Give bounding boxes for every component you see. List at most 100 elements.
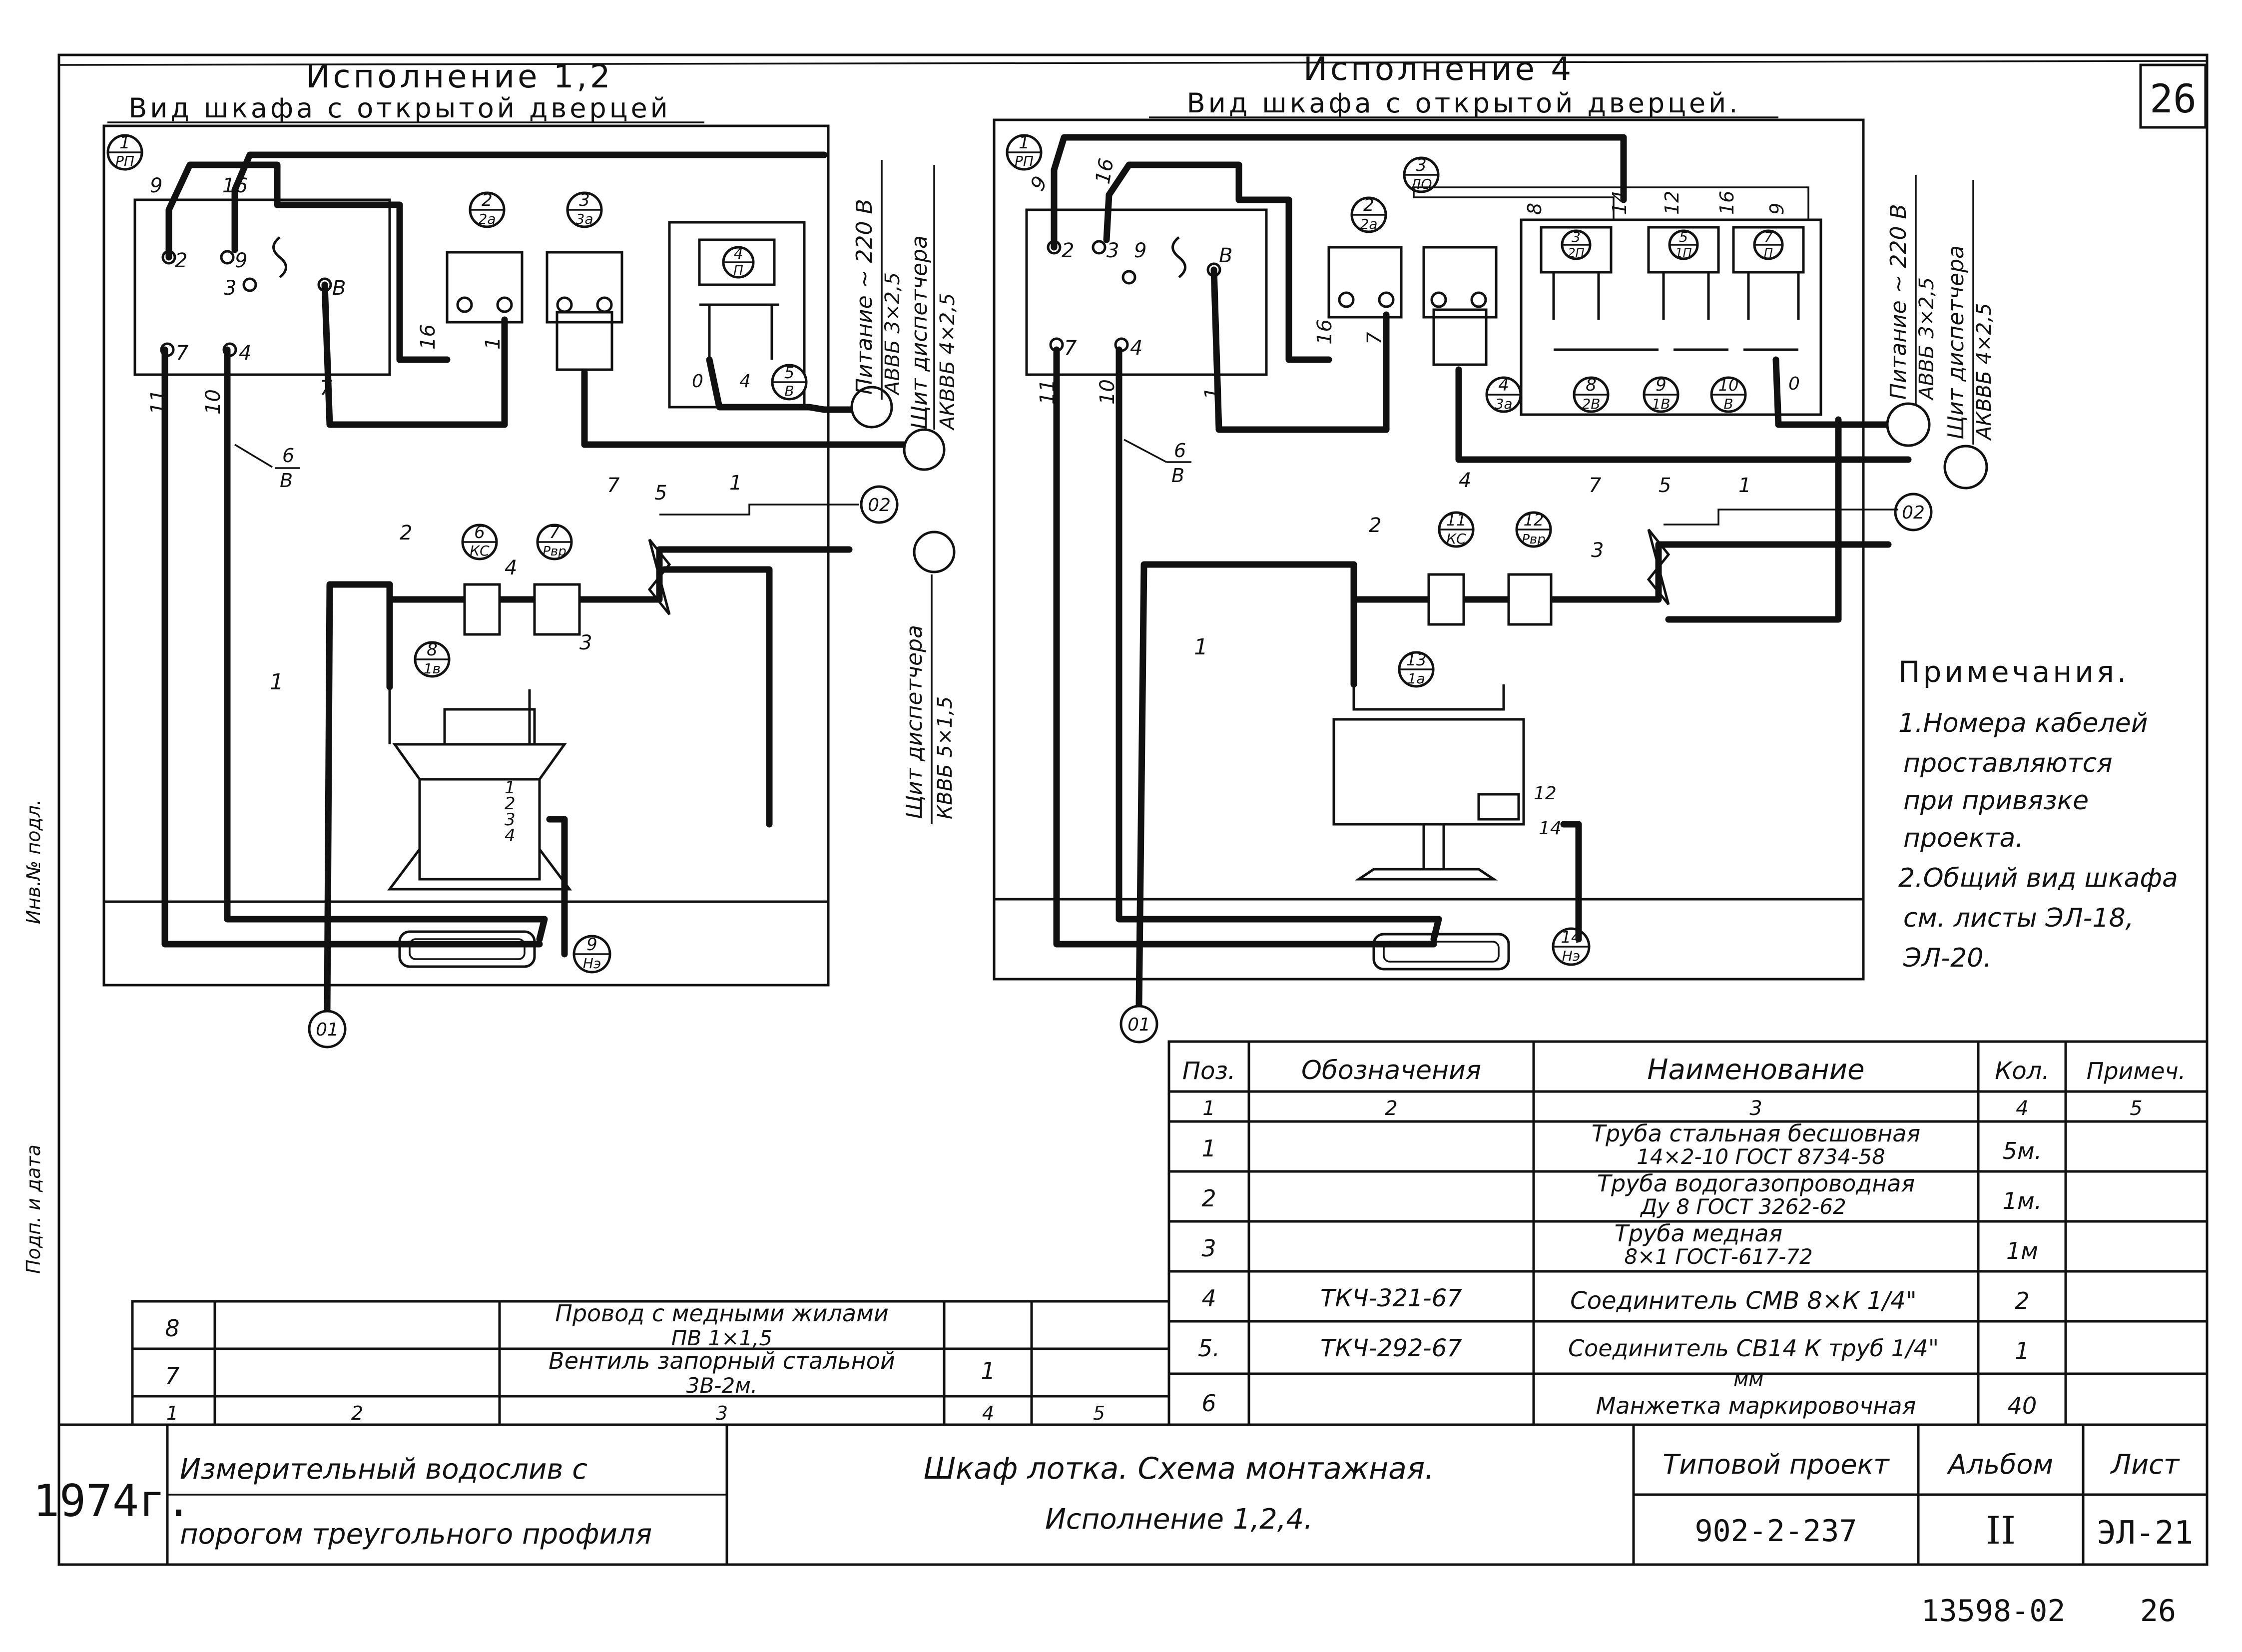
right-pl-7: 7 xyxy=(1589,474,1602,497)
tb-year: 1974г. xyxy=(33,1475,192,1527)
left-wl-1: 1 xyxy=(482,337,505,350)
right-callout-10-v: 10 В xyxy=(1710,376,1747,413)
spec-colnum-5: 5 xyxy=(2130,1097,2142,1120)
tb-drawing-line-2: Исполнение 1,2,4. xyxy=(1045,1503,1313,1536)
footer-page: 26 xyxy=(2140,1594,2176,1629)
left-device-rvr xyxy=(533,583,581,636)
svg-text:Вентиль запорный стальной: Вентиль запорный стальной xyxy=(549,1347,895,1374)
sheet-number-box xyxy=(2139,63,2207,129)
tb-project-value: 902-2-237 xyxy=(1694,1514,1857,1549)
left-callout-5-v: 5 В xyxy=(771,363,808,401)
left-wire-9 xyxy=(231,151,828,253)
left-wl-7: 7 xyxy=(176,342,189,365)
right-heater xyxy=(1372,933,1510,971)
note-line-4: проекта. xyxy=(1903,823,2024,853)
side-stamp-label-2: Подп. и дата xyxy=(22,1144,44,1274)
svg-text:6: 6 xyxy=(282,445,294,467)
right-callout-8-2v: 8 2В xyxy=(1573,375,1610,413)
left-sl-2: 2 xyxy=(505,794,516,814)
spec-header-name: Наименование xyxy=(1647,1054,1864,1086)
right-wire-16 xyxy=(1103,161,1332,363)
right-callout-1-rp: 1 РП xyxy=(1006,133,1043,171)
right-pl-2: 2 xyxy=(1369,514,1381,537)
spec-table: Поз. Обозначения Наименование Кол. Приме… xyxy=(1167,1040,2209,1426)
right-circle-02-label: 02 xyxy=(1902,503,1925,523)
right-strip-p xyxy=(1732,226,1805,274)
left-sl-4: 4 xyxy=(505,826,516,846)
left-sensor-head xyxy=(443,708,536,746)
right-wl-0: 0 xyxy=(1788,374,1800,394)
right-cable-power-label: Питание ~ 220 В xyxy=(1886,204,1911,400)
svg-text:3: 3 xyxy=(1201,1235,1216,1262)
svg-text:1: 1 xyxy=(119,133,130,153)
svg-text:Рвр: Рвр xyxy=(1522,532,1546,547)
right-callout-14-ne: 14 Нэ xyxy=(1552,927,1591,966)
right-wire-disp xyxy=(1455,366,1912,463)
left-pipe-dispatcher xyxy=(661,566,773,828)
right-pipe-1 xyxy=(1135,561,1212,1008)
right-callout-5-1p: 5 1П xyxy=(1668,229,1699,260)
right-pipe-3 xyxy=(1350,541,1892,603)
left-pl-2: 2 xyxy=(400,522,412,545)
spec-colnum-2: 2 xyxy=(1385,1097,1397,1120)
left-device-2a-term-1 xyxy=(456,296,473,313)
right-relay-coil xyxy=(1171,236,1186,278)
left-circle-01-label: 01 xyxy=(316,1020,339,1040)
svg-text:2: 2 xyxy=(482,190,493,210)
svg-text:3а: 3а xyxy=(1495,396,1513,412)
left-callout-9-ne: 9 Нэ xyxy=(572,935,611,974)
right-callout-9-1v: 9 1В xyxy=(1643,375,1680,413)
left-pl-1b: 1 xyxy=(270,669,284,695)
right-relay-term-3 xyxy=(1121,270,1136,285)
left-pl-5: 5 xyxy=(654,482,667,505)
svg-text:14×2-10 ГОСТ 8734-58: 14×2-10 ГОСТ 8734-58 xyxy=(1637,1144,1885,1169)
right-device-3a-term-1 xyxy=(1430,291,1447,308)
left-sl-1: 1 xyxy=(505,778,516,798)
right-device-2a xyxy=(1327,246,1403,319)
tb-object-line-1: Измерительный водослив с xyxy=(180,1453,587,1486)
svg-text:1м.: 1м. xyxy=(2003,1187,2042,1214)
left-device-ks xyxy=(463,583,501,636)
svg-text:5.: 5. xyxy=(1198,1335,1220,1362)
right-circle-02 xyxy=(1894,493,1933,532)
right-valve-7 xyxy=(1647,529,1671,605)
right-pl-3: 3 xyxy=(1591,539,1604,562)
svg-text:5: 5 xyxy=(1679,229,1688,245)
left-valve-7 xyxy=(647,539,671,615)
svg-text:Манжетка маркировочная: Манжетка маркировочная xyxy=(1596,1392,1916,1419)
svg-text:Провод с медными жилами: Провод с медными жилами xyxy=(555,1300,888,1327)
right-callout-12-rvr: 12 Рвр xyxy=(1515,511,1552,548)
left-cable-power-label: Питание ~ 220 В xyxy=(852,199,877,395)
svg-text:ТКЧ-292-67: ТКЧ-292-67 xyxy=(1320,1334,1462,1362)
frame-top-line xyxy=(58,60,2208,66)
left-wl-0: 0 xyxy=(692,371,703,392)
right-pl-4: 4 xyxy=(1459,469,1471,492)
svg-text:6: 6 xyxy=(1201,1390,1216,1417)
left-cable-disp-label: Щит диспетчера xyxy=(907,235,932,430)
svg-text:8: 8 xyxy=(1586,375,1597,395)
left-wl-4: 4 xyxy=(239,342,251,365)
svg-text:1а: 1а xyxy=(1408,670,1425,687)
svg-text:2: 2 xyxy=(1363,195,1374,215)
svg-text:КС: КС xyxy=(470,543,490,559)
tb-sheet-value: ЭЛ-21 xyxy=(2097,1515,2194,1552)
right-wl-16c: 16 xyxy=(1716,191,1738,215)
left-pl-3: 3 xyxy=(579,631,592,654)
right-pipe-dispatcher xyxy=(1665,416,1842,623)
svg-text:В: В xyxy=(280,470,293,492)
svg-text:8: 8 xyxy=(165,1315,179,1342)
left-relay-coil xyxy=(272,236,287,278)
right-wl-v: В xyxy=(1219,244,1232,267)
right-wl-9b: 9 xyxy=(1134,239,1146,262)
side-stamp-label-1: Инв.№ подл. xyxy=(22,799,44,924)
left-table-colnum-3: 3 xyxy=(716,1402,728,1424)
svg-text:1в: 1в xyxy=(424,660,441,677)
left-callout-7-rvr: 7 Рвр xyxy=(536,523,573,560)
note-line-7: ЭЛ-20. xyxy=(1903,943,1992,973)
spec-row-2: 2 Труба водогазопроводная Ду 8 ГОСТ 3262… xyxy=(1201,1170,2042,1219)
left-device-2a-term-2 xyxy=(496,296,513,313)
left-device-2a xyxy=(446,251,524,324)
left-callout-4-p: 4 П xyxy=(722,245,755,279)
spec-row-5: 5. ТКЧ-292-67 Соединитель СВ14 К труб 1/… xyxy=(1198,1334,2030,1391)
